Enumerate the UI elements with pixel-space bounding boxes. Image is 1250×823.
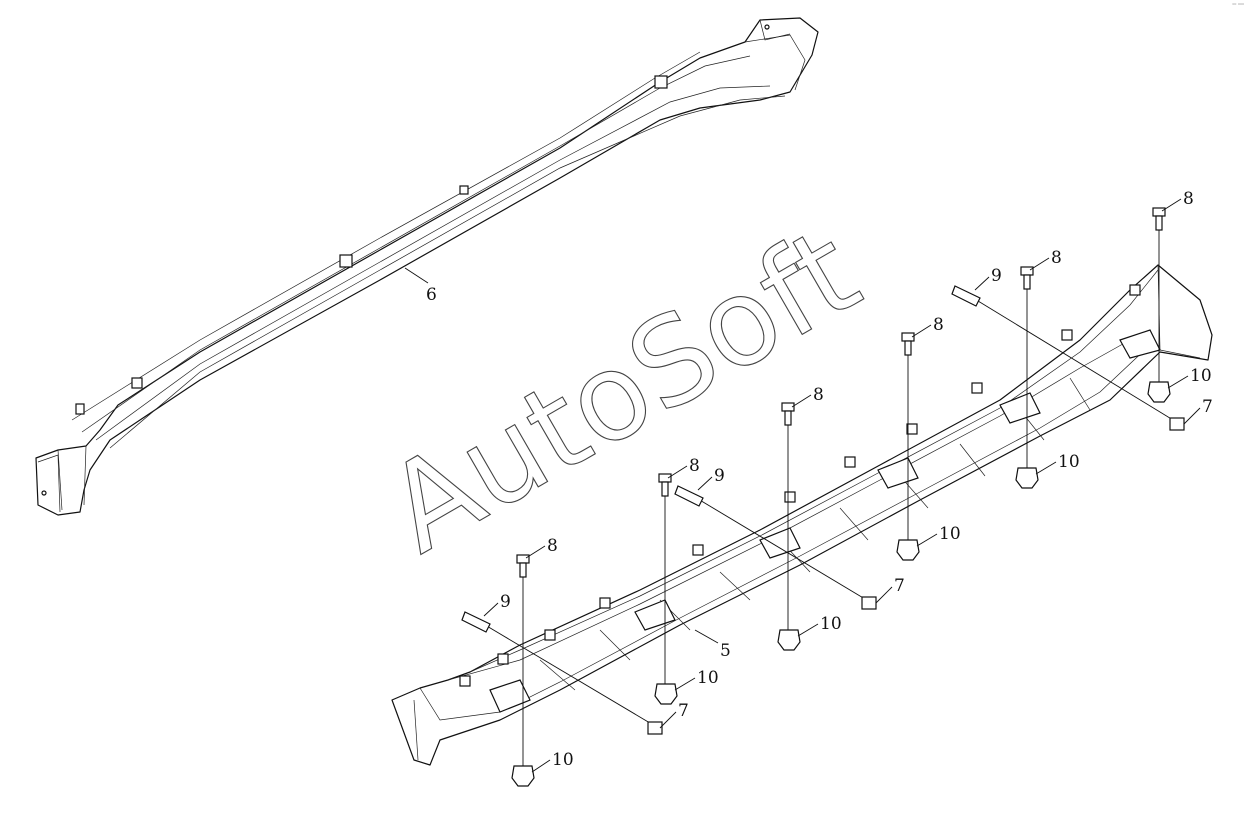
callout-10: 10: [939, 524, 961, 544]
watermark-text: AutoSoft: [365, 202, 881, 580]
bolts-part-8: [516, 207, 1166, 770]
callout-9: 9: [991, 266, 1002, 286]
callout-8: 8: [689, 456, 700, 476]
callout-8: 8: [1183, 189, 1194, 209]
callout-8: 8: [547, 536, 558, 556]
callout-10: 10: [552, 750, 574, 770]
callout-9: 9: [714, 466, 725, 486]
callout-10: 10: [1190, 366, 1212, 386]
callout-7: 7: [1202, 397, 1213, 417]
callout-9: 9: [500, 592, 511, 612]
callout-leaders: [404, 198, 1201, 773]
callout-labels: 6 5 7 7 7 8 8 8 8 8 8 9 9 9 10 10 10 10 …: [426, 189, 1213, 770]
callout-8: 8: [813, 385, 824, 405]
rocker-cover-part-6: [35, 17, 819, 516]
callout-7: 7: [678, 701, 689, 721]
callout-7: 7: [894, 576, 905, 596]
corner-mark: ⁰⁰ ⁰⁰⁰: [1232, 3, 1244, 9]
screws-part-9: [461, 285, 1179, 727]
callout-10: 10: [1058, 452, 1080, 472]
callout-5: 5: [720, 641, 731, 661]
nuts-part-10: [511, 381, 1171, 787]
callout-6: 6: [426, 285, 437, 305]
clips-part-7: [647, 417, 1185, 735]
callout-10: 10: [820, 614, 842, 634]
watermark: AutoSoft: [364, 201, 881, 580]
callout-8: 8: [933, 315, 944, 335]
callout-10: 10: [697, 668, 719, 688]
callout-8: 8: [1051, 248, 1062, 268]
